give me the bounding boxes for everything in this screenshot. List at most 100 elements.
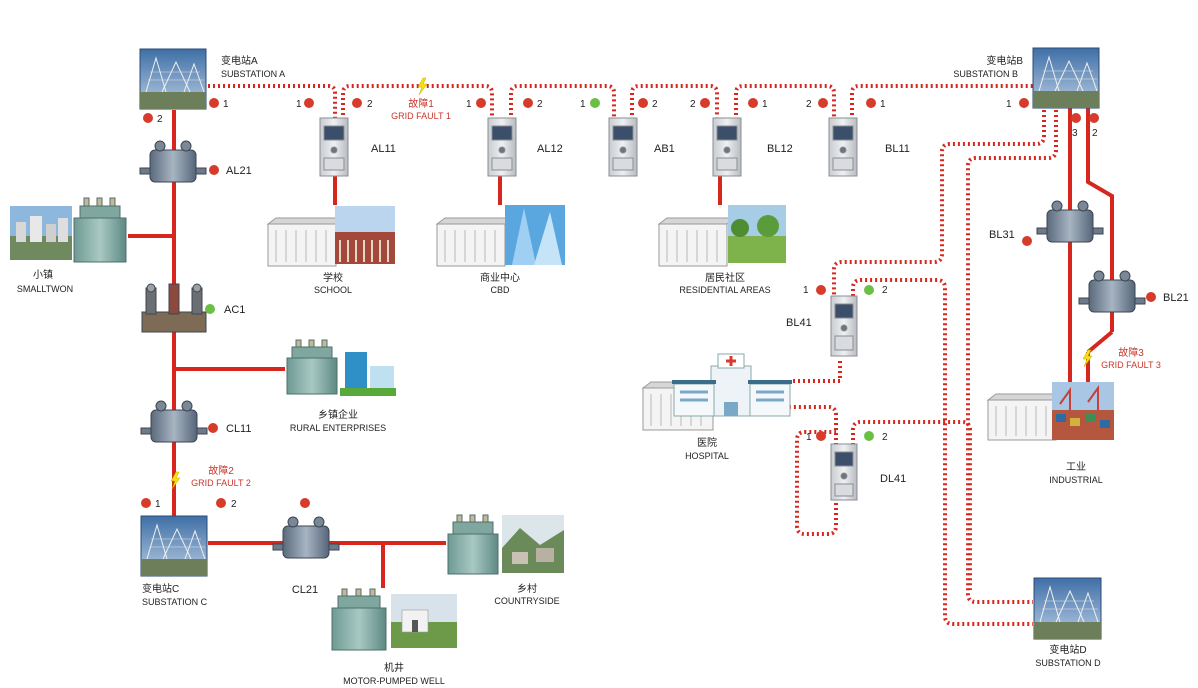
node-bl21 — [1146, 292, 1156, 302]
load-cbd-en: CBD — [490, 285, 510, 295]
substation-b-zh: 变电站B — [986, 54, 1023, 67]
load-well-en: MOTOR-PUMPED WELL — [343, 676, 445, 686]
rural-photo — [340, 348, 396, 396]
cabinet-dl41 — [830, 443, 858, 501]
dotted-backup-lines — [208, 84, 1058, 626]
load-industrial-en: INDUSTRIAL — [1049, 475, 1103, 485]
fault-2-en: GRID FAULT 2 — [191, 478, 251, 488]
node-al12-1 — [476, 98, 486, 108]
transformer-rural — [286, 339, 338, 395]
substation-c — [140, 515, 208, 577]
node-sb-3 — [1071, 113, 1081, 123]
node-cl11 — [208, 423, 218, 433]
load-smalltown-en: SMALLTWON — [17, 284, 73, 294]
node-bl41-2 — [864, 285, 874, 295]
switch-cl21-label: CL21 — [292, 584, 318, 596]
node-sc-1 — [141, 498, 151, 508]
cbd-photo — [505, 205, 565, 265]
kiosk-industrial — [986, 393, 1066, 441]
port-al11-1: 1 — [296, 99, 302, 110]
industrial-photo — [1052, 382, 1114, 440]
port-al11-2: 2 — [367, 99, 373, 110]
substation-a-en: SUBSTATION A — [221, 69, 285, 79]
fault-1-en: GRID FAULT 1 — [391, 111, 451, 121]
node-sb-1 — [1019, 98, 1029, 108]
switch-al21-label: AL21 — [226, 165, 252, 177]
port-sb-1: 1 — [1006, 99, 1012, 110]
transformer-countryside — [447, 514, 499, 575]
port-bl11-2: 2 — [806, 99, 812, 110]
load-countryside-zh: 乡村 — [517, 582, 537, 595]
port-sc-2: 2 — [231, 499, 237, 510]
load-school-en: SCHOOL — [314, 285, 352, 295]
cabinet-bl11-label: BL11 — [885, 143, 910, 155]
switch-ac1-label: AC1 — [224, 304, 245, 316]
load-hospital-zh: 医院 — [697, 436, 717, 449]
port-bl41-1: 1 — [803, 285, 809, 296]
kiosk-school — [266, 217, 346, 267]
fault-bolts — [170, 77, 1093, 490]
countryside-photo — [502, 515, 564, 573]
port-sc-1: 1 — [155, 499, 161, 510]
well-photo — [391, 594, 457, 648]
node-bl31 — [1022, 236, 1032, 246]
node-sb-2 — [1089, 113, 1099, 123]
breaker-al21 — [139, 140, 207, 183]
node-sc-2 — [216, 498, 226, 508]
fault-2-bolt-icon — [170, 471, 181, 490]
cabinet-bl11 — [828, 117, 858, 177]
port-ab1-2: 2 — [652, 99, 658, 110]
substation-d-zh: 变电站D — [1049, 643, 1086, 656]
port-bl41-2: 2 — [882, 285, 888, 296]
substation-d — [1033, 577, 1102, 640]
node-dl41-1 — [816, 431, 826, 441]
text-labels: 变电站A SUBSTATION A 变电站B SUBSTATION B 变电站C… — [17, 54, 1189, 686]
residential-photo — [728, 205, 786, 263]
switch-bl21-label: BL21 — [1163, 292, 1189, 304]
node-al11-2 — [352, 98, 362, 108]
load-well-zh: 机井 — [384, 661, 404, 674]
cabinet-ab1-label: AB1 — [654, 143, 675, 155]
cabinet-bl41 — [830, 295, 858, 357]
cabinet-ab1 — [608, 117, 638, 177]
switch-bl31-label: BL31 — [989, 229, 1015, 241]
fault-1-zh: 故障1 — [408, 97, 434, 110]
smalltown-photo — [10, 206, 72, 260]
substation-b-en: SUBSTATION B — [953, 69, 1018, 79]
port-dl41-2: 2 — [882, 432, 888, 443]
substation-a-zh: 变电站A — [221, 54, 258, 67]
transformer-smalltown — [73, 197, 127, 263]
load-cbd-zh: 商业中心 — [480, 271, 520, 284]
cabinet-dl41-label: DL41 — [880, 473, 906, 485]
breaker-bl31 — [1036, 200, 1104, 243]
node-ab1-1 — [590, 98, 600, 108]
port-bl11-1: 1 — [880, 99, 886, 110]
node-dl41-2 — [864, 431, 874, 441]
kiosk-cbd — [435, 217, 515, 267]
load-countryside-en: COUNTRYSIDE — [494, 596, 559, 606]
port-ab1-1: 1 — [580, 99, 586, 110]
node-ab1-2 — [638, 98, 648, 108]
node-bl41-1 — [816, 285, 826, 295]
fault-3-bolt-icon — [1082, 349, 1093, 368]
solid-feeder-lines — [128, 108, 1114, 588]
hospital-building — [672, 353, 792, 417]
port-al12-2: 2 — [537, 99, 543, 110]
load-rural-zh: 乡镇企业 — [318, 408, 358, 421]
node-bl12-1 — [748, 98, 758, 108]
substation-b — [1032, 47, 1100, 109]
breaker-cl11 — [140, 400, 208, 443]
cabinet-al11-label: AL11 — [371, 143, 396, 155]
school-photo — [335, 206, 395, 264]
port-sb-3: 3 — [1072, 128, 1078, 139]
load-residential-zh: 居民社区 — [705, 271, 745, 284]
load-industrial-zh: 工业 — [1066, 461, 1086, 473]
cabinet-al12-label: AL12 — [537, 143, 563, 155]
port-dl41-1: 1 — [806, 432, 812, 443]
node-bl12-2 — [700, 98, 710, 108]
substation-c-zh: 变电站C — [142, 582, 179, 595]
load-residential-en: RESIDENTIAL AREAS — [679, 285, 770, 295]
port-sa-2: 2 — [157, 114, 163, 125]
node-al12-2 — [523, 98, 533, 108]
node-cl21 — [300, 498, 310, 508]
